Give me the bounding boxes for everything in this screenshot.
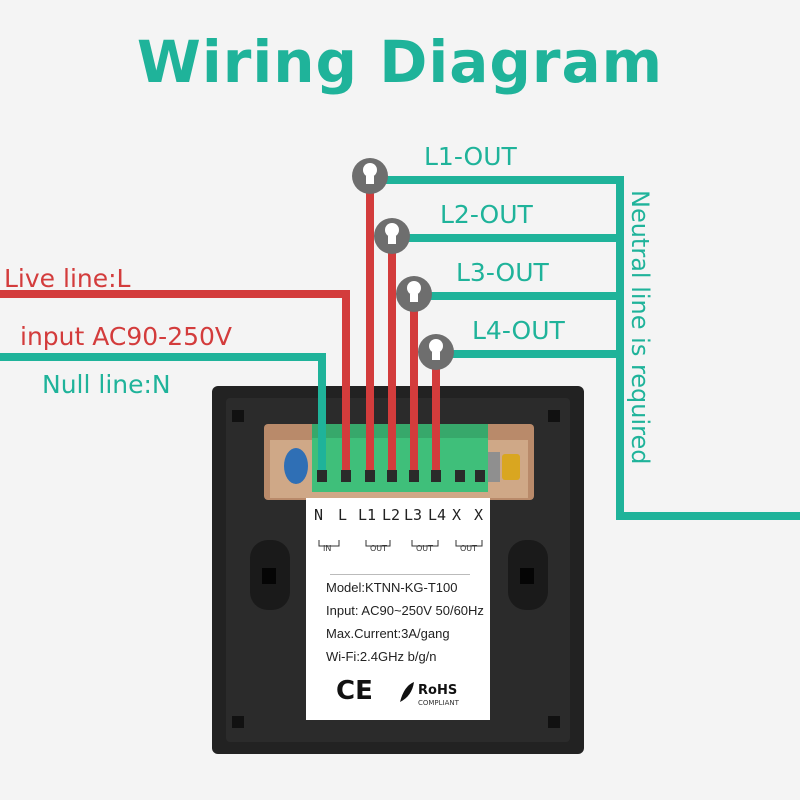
terminal-label: X: [452, 506, 462, 524]
neutral-required-label: Neutral line is required: [626, 190, 654, 465]
light-bulb-icon: [418, 334, 454, 370]
terminal-label: N: [314, 506, 324, 524]
terminal-label: L2: [382, 506, 401, 524]
capacitor-blue: [284, 448, 308, 484]
spec-input: Input: AC90~250V 50/60Hz: [326, 603, 484, 618]
mount-slot-left-hole: [262, 568, 276, 584]
light-bulb-icon: [374, 218, 410, 254]
capacitor-yellow: [502, 454, 520, 480]
terminal-group-label: OUT: [416, 544, 434, 553]
page-title: Wiring Diagram: [136, 28, 664, 96]
input-voltage-label: input AC90-250V: [20, 322, 233, 351]
screw-hole: [548, 410, 560, 422]
l2-out-label: L2-OUT: [440, 200, 533, 229]
light-bulb-icon: [352, 158, 388, 194]
terminal-label: X: [474, 506, 484, 524]
live-line-label: Live line:L: [4, 264, 131, 293]
neutral-return-wire: [370, 176, 800, 520]
spec-current: Max.Current:3A/gang: [326, 626, 450, 641]
terminal-group-label: OUT: [370, 544, 388, 553]
terminal-group-label: IN: [323, 544, 332, 553]
spec-label-sticker: [306, 498, 490, 720]
mount-slot-right-hole: [520, 568, 534, 584]
light-bulb-icon: [396, 276, 432, 312]
screw-hole: [232, 410, 244, 422]
rohs-leaf-icon: [400, 682, 414, 702]
screw-hole: [232, 716, 244, 728]
terminal-label: L4: [428, 506, 447, 524]
l1-out-label: L1-OUT: [424, 142, 517, 171]
terminal-label: L3: [404, 506, 423, 524]
terminal-group-label: OUT: [460, 544, 478, 553]
rohs-mark: RoHS: [418, 683, 458, 698]
ce-mark-icon: CE: [336, 676, 373, 706]
live-wire: [0, 290, 350, 472]
rohs-compliant-text: COMPLIANT: [418, 699, 459, 707]
spec-model: Model:KTNN-KG-T100: [326, 580, 458, 595]
null-wire: [0, 353, 326, 472]
null-line-label: Null line:N: [42, 370, 171, 399]
l4-out-label: L4-OUT: [472, 316, 565, 345]
terminal-label: L1: [358, 506, 377, 524]
l3-out-label: L3-OUT: [456, 258, 549, 287]
spec-wifi: Wi-Fi:2.4GHz b/g/n: [326, 649, 437, 664]
terminal-label: L: [338, 506, 348, 524]
screw-hole: [548, 716, 560, 728]
